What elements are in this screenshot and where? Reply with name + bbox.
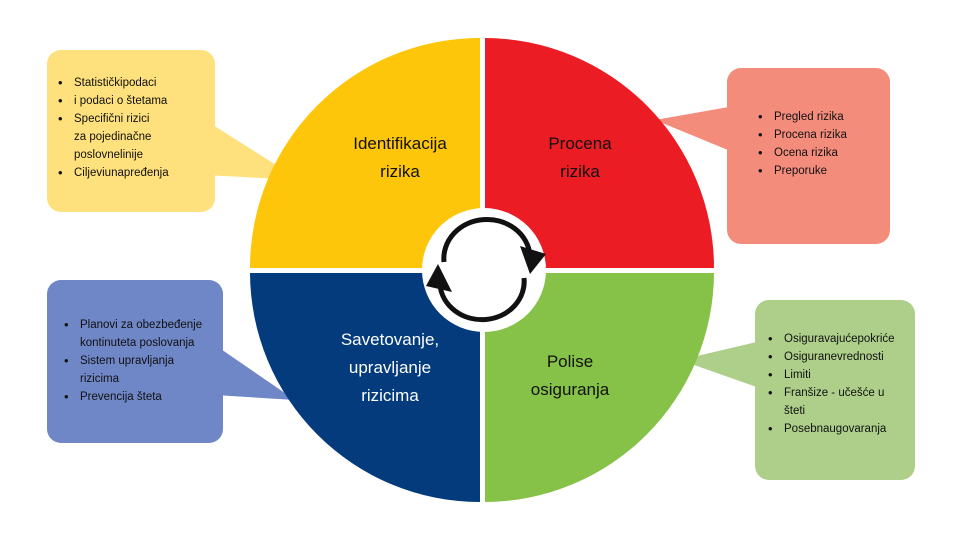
- callout-policies-item-6: Posebnaugovaranja: [768, 420, 912, 438]
- callout-advisory-item-2: kontinuteta poslovanja: [80, 337, 195, 349]
- callout-pointer-advisory: [215, 345, 295, 400]
- callout-assessment-item-1: Pregled rizika: [758, 108, 890, 126]
- callout-advisory-item-3: Sistem upravljanja: [64, 352, 222, 370]
- callout-policies-item-4: Franšize - učešće u: [768, 384, 912, 402]
- callout-assessment: Pregled rizika Procena rizika Ocena rizi…: [750, 108, 890, 180]
- callout-advisory-item-5: Prevencija šteta: [64, 388, 222, 406]
- quadrant-label-identification-line2: rizika: [380, 162, 420, 181]
- callout-identification-item-1: Statističkipodaci: [58, 74, 210, 92]
- quadrant-label-assessment-line2: rizika: [560, 162, 600, 181]
- callout-identification-item-3: Specifični rizici: [58, 110, 210, 128]
- callout-policies-item-3: Limiti: [768, 366, 912, 384]
- quadrant-label-policies-line1: Polise: [546, 352, 594, 371]
- quadrant-label-assessment: Procena rizika: [510, 130, 650, 186]
- callout-advisory: Planovi za obezbeđenje kontinuteta poslo…: [56, 316, 222, 406]
- quadrant-label-policies-line2: osiguranja: [530, 380, 610, 399]
- quadrant-label-identification: Identifikacija rizika: [330, 130, 470, 186]
- quadrant-identification: [250, 38, 480, 268]
- quadrant-label-advisory-line3: rizicima: [361, 386, 419, 405]
- callout-assessment-item-2: Procena rizika: [758, 126, 890, 144]
- callout-advisory-item-1: Planovi za obezbeđenje: [64, 316, 222, 334]
- callout-pointer-assessment: [655, 105, 740, 155]
- callout-identification-item-6: Ciljeviunapređenja: [58, 164, 210, 182]
- callout-identification-item-2: i podaci o štetama: [58, 92, 210, 110]
- quadrant-label-assessment-line1: Procena: [548, 134, 612, 153]
- cycle-arrows-icon: [437, 216, 533, 323]
- callout-policies-item-2: Osiguranevrednosti: [768, 348, 912, 366]
- quadrant-label-advisory-line1: Savetovanje,: [340, 330, 440, 349]
- callout-pointer-policies: [680, 340, 765, 390]
- quadrant-label-identification-line1: Identifikacija: [353, 134, 447, 153]
- callout-policies: Osiguravajućepokriće Osiguranevrednosti …: [760, 330, 912, 438]
- quadrant-advisory: [250, 272, 480, 502]
- callout-policies-item-5: šteti: [784, 405, 806, 417]
- quadrant-policies: [484, 272, 714, 502]
- callout-assessment-item-4: Preporuke: [758, 162, 890, 180]
- callout-assessment-item-3: Ocena rizika: [758, 144, 890, 162]
- callout-advisory-item-4: rizicima: [80, 373, 119, 385]
- callout-identification-item-5: poslovnelinije: [74, 149, 144, 161]
- callout-policies-item-1: Osiguravajućepokriće: [768, 330, 912, 348]
- callout-identification-item-4: za pojedinačne: [74, 131, 152, 143]
- quadrant-assessment: [484, 38, 714, 268]
- quadrant-label-advisory: Savetovanje, upravljanje rizicima: [315, 326, 465, 410]
- callout-identification: Statističkipodaci i podaci o štetama Spe…: [50, 74, 210, 182]
- quadrant-label-policies: Polise osiguranja: [500, 348, 640, 404]
- quadrant-label-advisory-line2: upravljanje: [348, 358, 432, 377]
- center-circle: [422, 208, 546, 332]
